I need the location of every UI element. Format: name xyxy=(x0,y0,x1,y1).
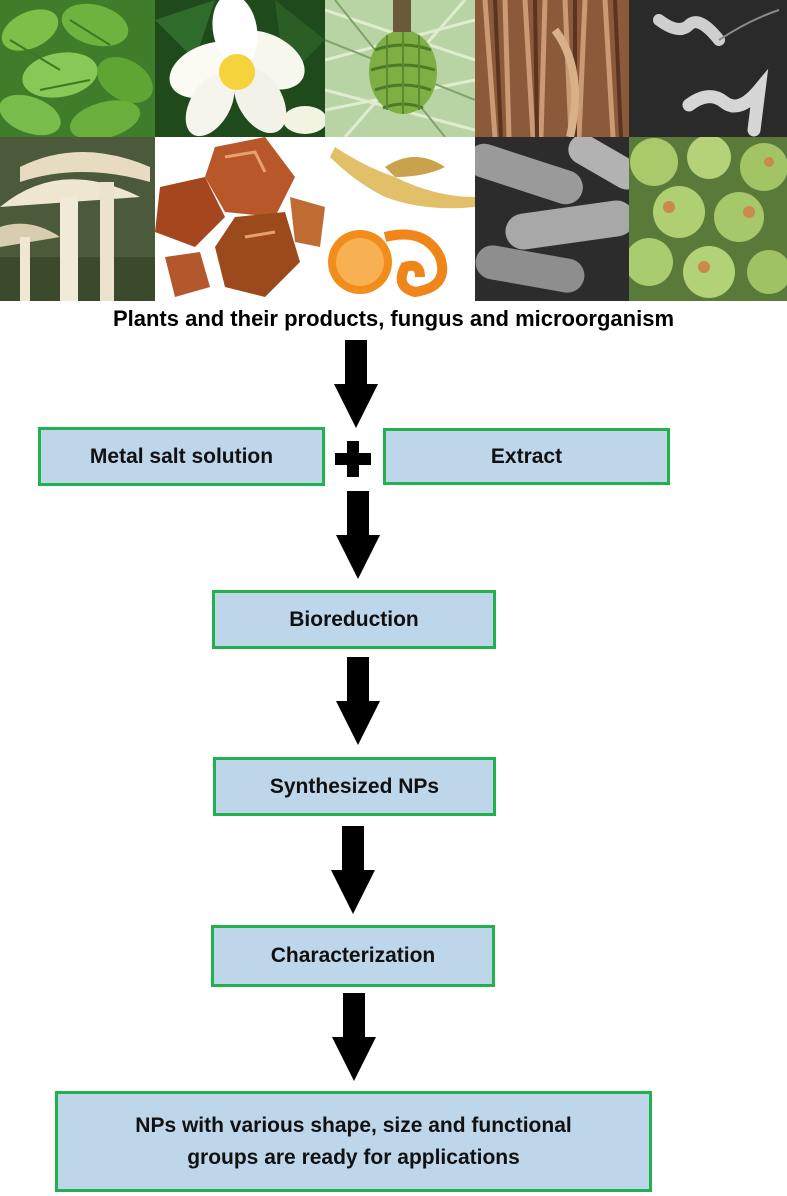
plus-icon xyxy=(335,441,371,477)
fruit-peels-photo xyxy=(325,137,475,301)
final-nps-line-2: groups are ready for applications xyxy=(187,1145,520,1169)
down-arrow-4 xyxy=(331,826,375,914)
extract-box: Extract xyxy=(383,428,670,485)
down-arrow-3 xyxy=(336,657,380,745)
mushrooms-photo xyxy=(0,137,155,301)
pine-cone-photo xyxy=(325,0,475,137)
spiral-bacteria-micrograph xyxy=(629,0,787,137)
gum-resin-photo xyxy=(155,137,325,301)
characterization-box: Characterization xyxy=(211,925,495,987)
synthesized-nps-box: Synthesized NPs xyxy=(213,757,496,816)
metal-salt-solution-box: Metal salt solution xyxy=(38,427,325,486)
rod-bacteria-micrograph xyxy=(475,137,629,301)
down-arrow-2 xyxy=(336,491,380,579)
final-nps-line-1: NPs with various shape, size and functio… xyxy=(135,1114,572,1137)
down-arrow-1 xyxy=(334,340,378,428)
down-arrow-5 xyxy=(332,993,376,1081)
tree-bark-photo xyxy=(475,0,629,137)
yeast-cells-micrograph xyxy=(629,137,787,301)
bioreduction-box: Bioreduction xyxy=(212,590,496,649)
frangipani-flower-photo xyxy=(155,0,325,137)
source-caption: Plants and their products, fungus and mi… xyxy=(112,306,675,331)
plant-leaves-photo xyxy=(0,0,155,137)
final-nps-box: NPs with various shape, size and functio… xyxy=(55,1091,652,1192)
